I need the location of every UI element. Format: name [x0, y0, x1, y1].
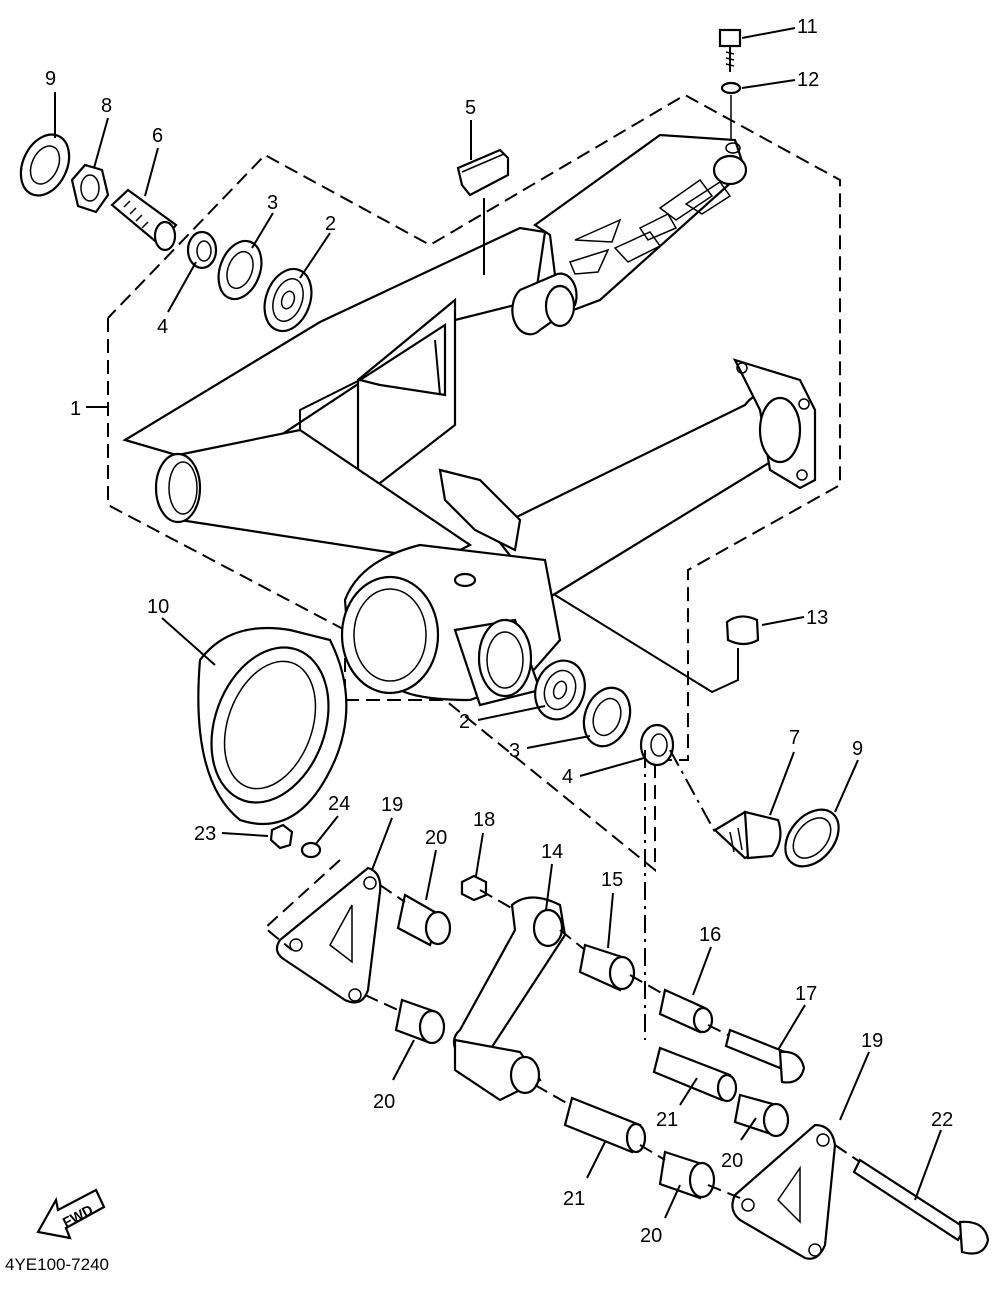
part-13-cap [725, 615, 760, 646]
fwd-arrow-icon: FWD [36, 1188, 106, 1240]
callout-21-b: 21 [563, 1188, 585, 1210]
callout-19-right: 19 [861, 1030, 883, 1052]
part-23-nut [269, 823, 294, 850]
callout-11: 11 [797, 16, 818, 38]
part-16-collar [658, 988, 714, 1034]
part-5-plate [456, 148, 510, 197]
callout-4-upper: 4 [157, 316, 168, 338]
callout-13: 13 [806, 607, 828, 629]
callout-3-upper: 3 [267, 192, 278, 214]
part-18-nut [460, 874, 488, 902]
part-15-bushing [578, 943, 636, 992]
callout-9-upper: 9 [45, 68, 56, 90]
callout-5: 5 [465, 97, 476, 119]
part-24-washer [300, 841, 322, 859]
callout-15: 15 [601, 869, 623, 891]
part-2-bearing-upper [263, 267, 313, 333]
callout-1: 1 [70, 398, 81, 420]
part-20-bushing-b [394, 998, 446, 1045]
part-8-nut [70, 163, 110, 214]
part-11-bolt [718, 28, 742, 72]
callout-7: 7 [789, 727, 800, 749]
part-10-ring [197, 626, 348, 825]
callout-18: 18 [473, 809, 495, 831]
part-19-bracket-right [731, 1123, 837, 1260]
leader-lines [54, 27, 942, 1219]
part-22-long-bolt [852, 1158, 990, 1255]
callout-21-a: 21 [656, 1109, 678, 1131]
part-12-washer [720, 81, 742, 95]
callout-17: 17 [795, 983, 817, 1005]
part-20-bushing-a [396, 893, 452, 947]
callout-4-lower: 4 [562, 766, 573, 788]
callout-20-c: 20 [721, 1150, 743, 1172]
callout-2-upper: 2 [325, 213, 336, 235]
callout-23: 23 [194, 823, 216, 845]
part-19-bracket-left [275, 866, 382, 1004]
callout-22: 22 [931, 1109, 953, 1131]
callout-8: 8 [101, 95, 112, 117]
callout-14: 14 [541, 841, 563, 863]
callout-12: 12 [797, 69, 819, 91]
part-4-collar-upper [186, 230, 218, 270]
part-17-bolt [724, 1028, 806, 1084]
callout-3-lower: 3 [509, 740, 520, 762]
part-6-pivot-shaft [110, 188, 178, 252]
part-9-seal-upper [19, 133, 71, 197]
callout-20-d: 20 [640, 1225, 662, 1247]
part-20-bushing-d [658, 1150, 716, 1200]
part-7-pivot-shaft [713, 810, 782, 860]
part-20-bushing-c [733, 1093, 790, 1138]
part-14-link-rod [452, 896, 567, 1102]
callout-24: 24 [328, 793, 350, 815]
callout-2-lower: 2 [459, 711, 470, 733]
part-3-seal-lower [582, 686, 632, 748]
swingarm-body [122, 133, 817, 707]
part-2-bearing-lower [534, 659, 586, 721]
callout-20-b: 20 [373, 1091, 395, 1113]
callout-16: 16 [699, 924, 721, 946]
bracket-cutouts [568, 178, 732, 275]
callout-20-a: 20 [425, 827, 447, 849]
callout-19-left: 19 [381, 794, 403, 816]
part-4-collar-lower [639, 723, 675, 767]
callout-10: 10 [147, 596, 169, 618]
part-3-seal-upper [217, 239, 263, 301]
diagram-code: 4YE100-7240 [5, 1255, 109, 1274]
assembly-boundary-dashed [107, 93, 841, 873]
callout-numbers: 9 8 6 3 2 4 5 11 12 1 10 13 2 3 4 7 9 23… [45, 16, 953, 1247]
callout-9-lower: 9 [852, 738, 863, 760]
part-9-seal-lower [784, 808, 840, 868]
callout-6: 6 [152, 125, 163, 147]
part-21-sleeve-a [652, 1046, 738, 1103]
